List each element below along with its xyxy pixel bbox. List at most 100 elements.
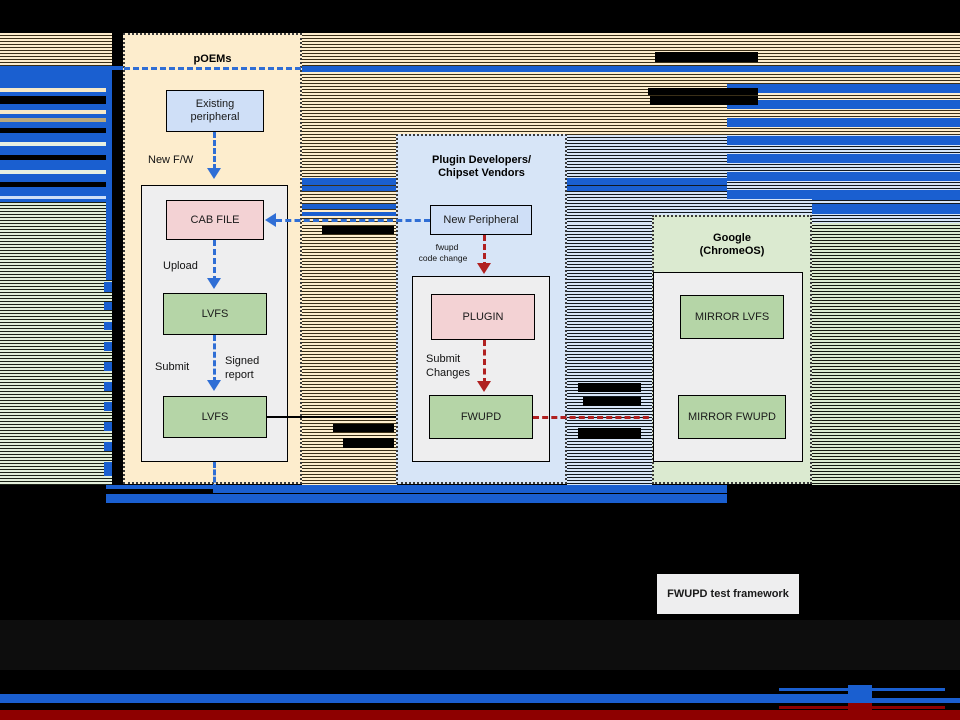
glitch-streak-blue-e	[727, 136, 960, 145]
edge-lvfs-to-fwupd	[267, 416, 422, 418]
node-mirror-fwupd-label: MIRROR FWUPD	[688, 410, 776, 423]
edge-label-fwupd-code-change-2: code change	[418, 253, 468, 263]
edge-label-submit-changes-2: Changes	[426, 367, 471, 379]
glitch-bottom-bar-blue-2	[106, 494, 727, 503]
edge-lvfs-upper-to-lower	[213, 335, 216, 383]
edge-label-signed-report-2: report	[225, 369, 254, 381]
glitch-streak-blue-n	[812, 204, 960, 214]
glitch-bar-blue-5	[104, 302, 112, 310]
glitch-patch-black-3	[650, 96, 758, 105]
glitch-bottom-bar-blue-1	[106, 485, 727, 493]
arrowhead-new-peripheral-to-cab	[265, 213, 276, 227]
edge-existing-to-cab	[213, 132, 216, 170]
node-plugin[interactable]: PLUGIN	[431, 294, 535, 340]
glitch-footer-red-wide	[0, 710, 960, 720]
edge-new-peripheral-to-cab	[276, 219, 430, 222]
node-lvfs-upper[interactable]: LVFS	[163, 293, 267, 335]
glitch-streak-blue-g	[727, 172, 960, 181]
poems-divider-dashed-line	[124, 67, 301, 70]
glitch-patch-black-4	[322, 226, 394, 234]
node-lvfs-lower-label: LVFS	[201, 410, 229, 423]
node-cab-file-label: CAB FILE	[190, 213, 240, 226]
node-new-peripheral-label: New Peripheral	[443, 213, 519, 226]
glitch-bottom-bar-black-1	[0, 489, 213, 495]
arrowhead-lvfs-upper-to-lower	[207, 380, 221, 391]
glitch-patch-black-1	[655, 52, 758, 62]
group-google-title-line2: (ChromeOS)	[699, 245, 765, 257]
glitch-bar-blue-11	[104, 422, 112, 431]
group-poems-title: pOEMs	[193, 53, 232, 65]
glitch-bar-blue-13	[104, 462, 112, 476]
glitch-bottom-bar-black-2	[0, 503, 960, 720]
smear-band-blue-gap	[567, 223, 652, 485]
glitch-bar-blue-2	[0, 74, 112, 202]
glitch-bar-dark-5	[0, 128, 106, 133]
edge-label-upload: Upload	[163, 260, 198, 272]
arrowhead-plugin-to-fwupd	[477, 381, 491, 392]
smear-band-green-left	[0, 200, 112, 485]
node-cab-file[interactable]: CAB FILE	[166, 200, 264, 240]
node-existing-peripheral[interactable]: Existing peripheral	[166, 90, 264, 132]
glitch-bar-dark-1	[0, 88, 106, 92]
edge-fwupd-to-mirror-fwupd	[533, 416, 658, 419]
group-plugin-title-line1: Plugin Developers/	[431, 154, 532, 166]
glitch-bar-blue-10	[104, 402, 112, 411]
glitch-bar-blue-4	[104, 282, 112, 292]
edge-new-peripheral-to-plugin	[483, 235, 486, 268]
glitch-bar-dark-8	[0, 170, 106, 174]
glitch-patch-black-5	[333, 424, 394, 432]
edge-cab-to-lvfs-upload	[213, 240, 216, 282]
glitch-patch-black-2	[648, 88, 758, 95]
node-existing-peripheral-label-1: Existing	[195, 98, 235, 110]
node-new-peripheral[interactable]: New Peripheral	[430, 205, 532, 235]
node-fwupd-test-framework-label: FWUPD test framework	[667, 587, 789, 600]
glitch-bar-blue-6	[104, 322, 112, 330]
glitch-patch-black-6	[343, 438, 394, 448]
glitch-bar-dark-6	[0, 142, 106, 146]
glitch-footer-black-gap	[872, 694, 960, 698]
glitch-streak-blue-b	[727, 84, 960, 93]
edge-label-new-fw: New F/W	[148, 154, 194, 166]
glitch-streak-blue-f	[727, 154, 960, 163]
glitch-patch-black-10	[0, 0, 960, 33]
node-plugin-label: PLUGIN	[462, 310, 504, 323]
node-fwupd-test-framework[interactable]: FWUPD test framework	[657, 574, 799, 614]
node-lvfs-upper-label: LVFS	[201, 307, 229, 320]
glitch-bar-dark-3	[0, 110, 106, 114]
glitch-bar-blue-7	[104, 342, 112, 351]
arrowhead-cab-to-lvfs-upload	[207, 278, 221, 289]
glitch-bar-blue-3	[106, 202, 112, 280]
edge-plugin-to-fwupd	[483, 340, 486, 384]
glitch-patch-black-9	[578, 428, 641, 439]
glitch-footer-blue-wide	[0, 694, 960, 703]
glitch-streak-blue-m	[812, 190, 960, 200]
glitch-bar-blue-12	[104, 442, 112, 451]
glitch-bar-blue-9	[104, 382, 112, 391]
arrowhead-existing-to-cab	[207, 168, 221, 179]
edge-lvfs-lower-tail	[213, 462, 216, 490]
edge-label-fwupd-code-change-1: fwupd	[435, 242, 459, 252]
edge-label-submit-changes-1: Submit	[426, 353, 461, 365]
glitch-streak-blue-d	[727, 118, 960, 127]
node-mirror-lvfs-label: MIRROR LVFS	[694, 310, 770, 323]
node-existing-peripheral-label-2: peripheral	[190, 111, 240, 123]
glitch-streak-blue-c	[727, 100, 960, 109]
glitch-bar-dark-10	[0, 196, 106, 199]
glitch-patch-black-8	[583, 397, 641, 406]
group-google-title-line1: Google	[713, 232, 751, 244]
glitch-bar-dark-4	[0, 118, 106, 122]
edge-label-signed-report-1: Signed	[225, 355, 260, 367]
node-fwupd[interactable]: FWUPD	[429, 395, 533, 439]
node-mirror-lvfs[interactable]: MIRROR LVFS	[680, 295, 784, 339]
glitch-bar-dark-7	[0, 155, 106, 160]
edge-label-submit: Submit	[155, 361, 190, 373]
node-fwupd-label: FWUPD	[460, 410, 502, 423]
glitch-bar-blue-1	[0, 68, 112, 74]
glitch-bottom-band-dark	[0, 620, 960, 670]
glitch-patch-black-7	[578, 383, 641, 392]
smear-band-green-right	[812, 223, 960, 485]
glitch-bar-dark-9	[0, 182, 106, 187]
node-mirror-fwupd[interactable]: MIRROR FWUPD	[678, 395, 786, 439]
node-lvfs-lower[interactable]: LVFS	[163, 396, 267, 438]
